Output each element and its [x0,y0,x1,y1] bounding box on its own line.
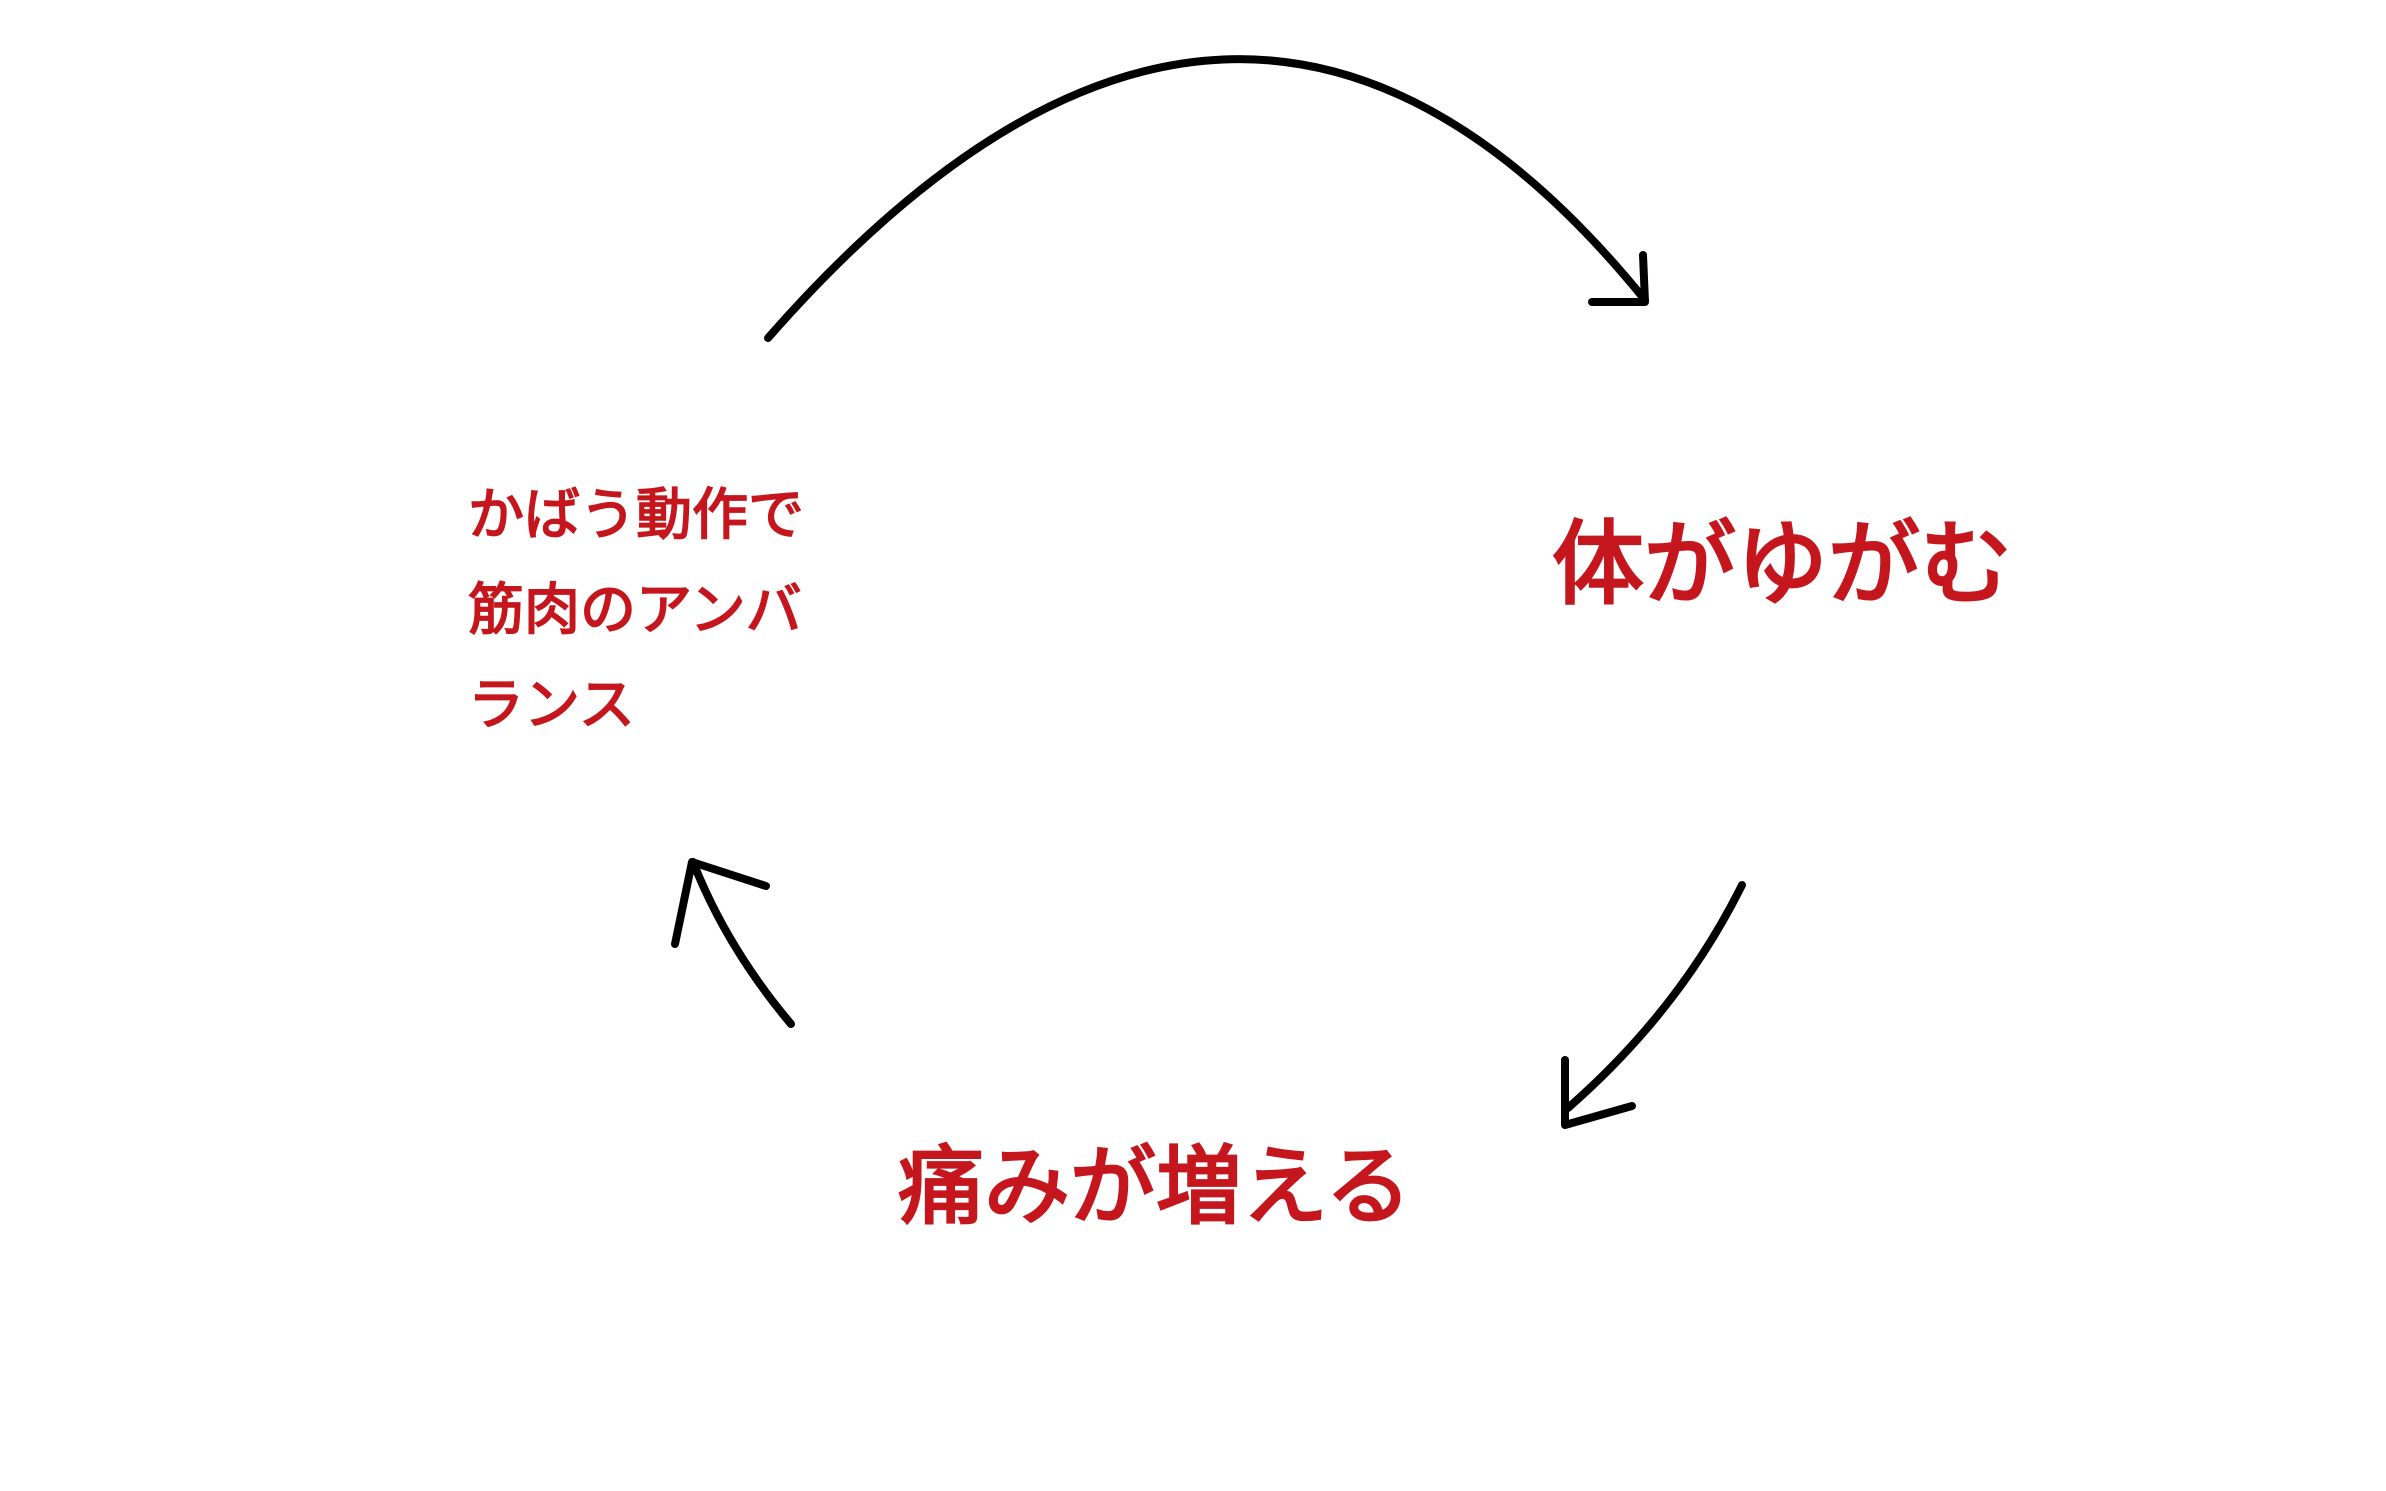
arrow-distortion-to-pain-icon [1561,881,1746,1129]
arrow-pain-to-cause-shaft [689,858,795,1028]
node-label-cause-line-2: 筋肉のアンバ [468,578,802,643]
arrow-cause-to-distortion-head [1588,251,1649,306]
node-label-distortion: 体がゆがむ [1552,511,2013,618]
arrow-distortion-to-pain-head [1561,1056,1636,1129]
arrow-cause-to-distortion-shaft [764,55,1649,342]
node-label-cause-line-1: かばう動作で [468,483,804,548]
node-label-cause-line-3: ランス [468,673,635,738]
arrow-pain-to-cause-icon [671,858,795,1028]
node-label-cause: かばう動作で 筋肉のアンバ ランス [468,468,804,753]
node-label-pain: 痛みが増える [898,1137,1412,1237]
arrow-pain-to-cause-head [671,858,770,948]
arrow-distortion-to-pain-shaft [1564,881,1746,1112]
arrow-cause-to-distortion-icon [764,55,1649,342]
